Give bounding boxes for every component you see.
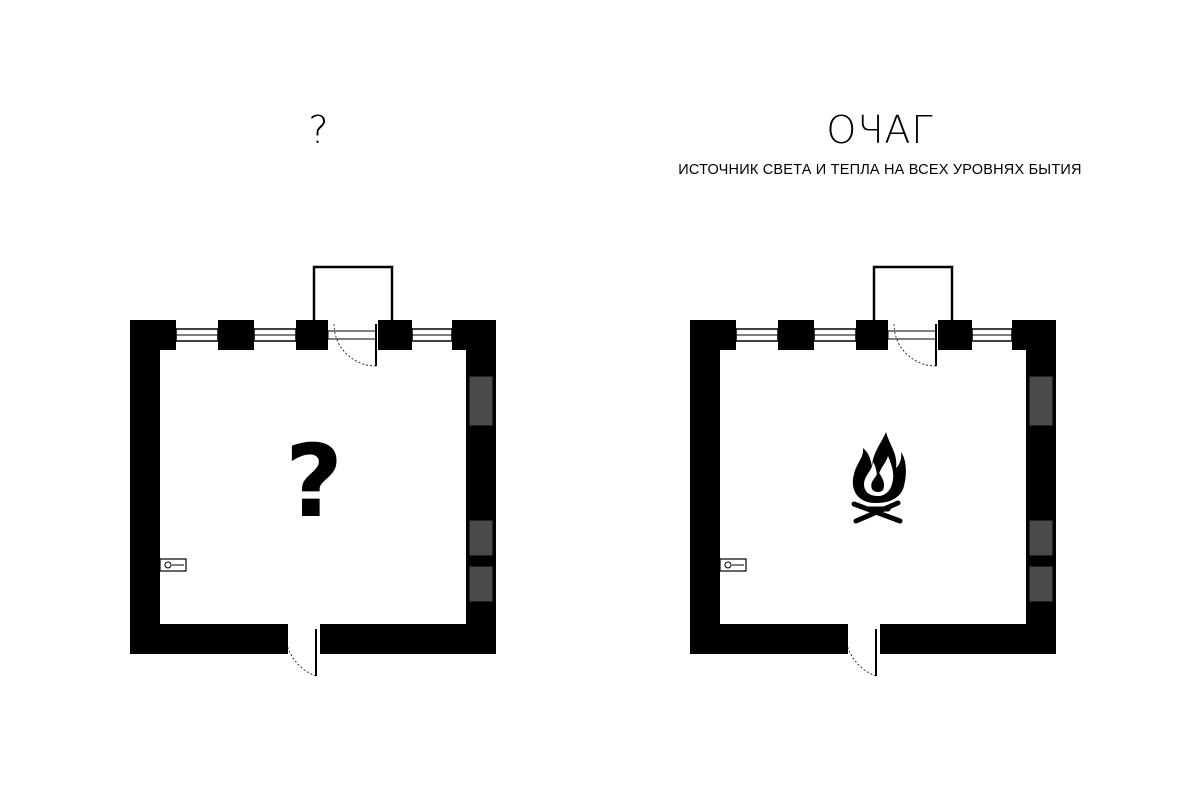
campfire-icon	[851, 432, 906, 524]
room-question-mark: ?	[285, 423, 343, 540]
right-floor-plan	[688, 265, 1058, 678]
right-panel-subtitle: ИСТОЧНИК СВЕТА И ТЕПЛА НА ВСЕХ УРОВНЯХ Б…	[678, 162, 1082, 178]
left-floor-plan: ?	[128, 265, 498, 678]
left-panel-title: ?	[308, 108, 330, 152]
right-panel-title: ОЧАГ	[826, 108, 934, 152]
